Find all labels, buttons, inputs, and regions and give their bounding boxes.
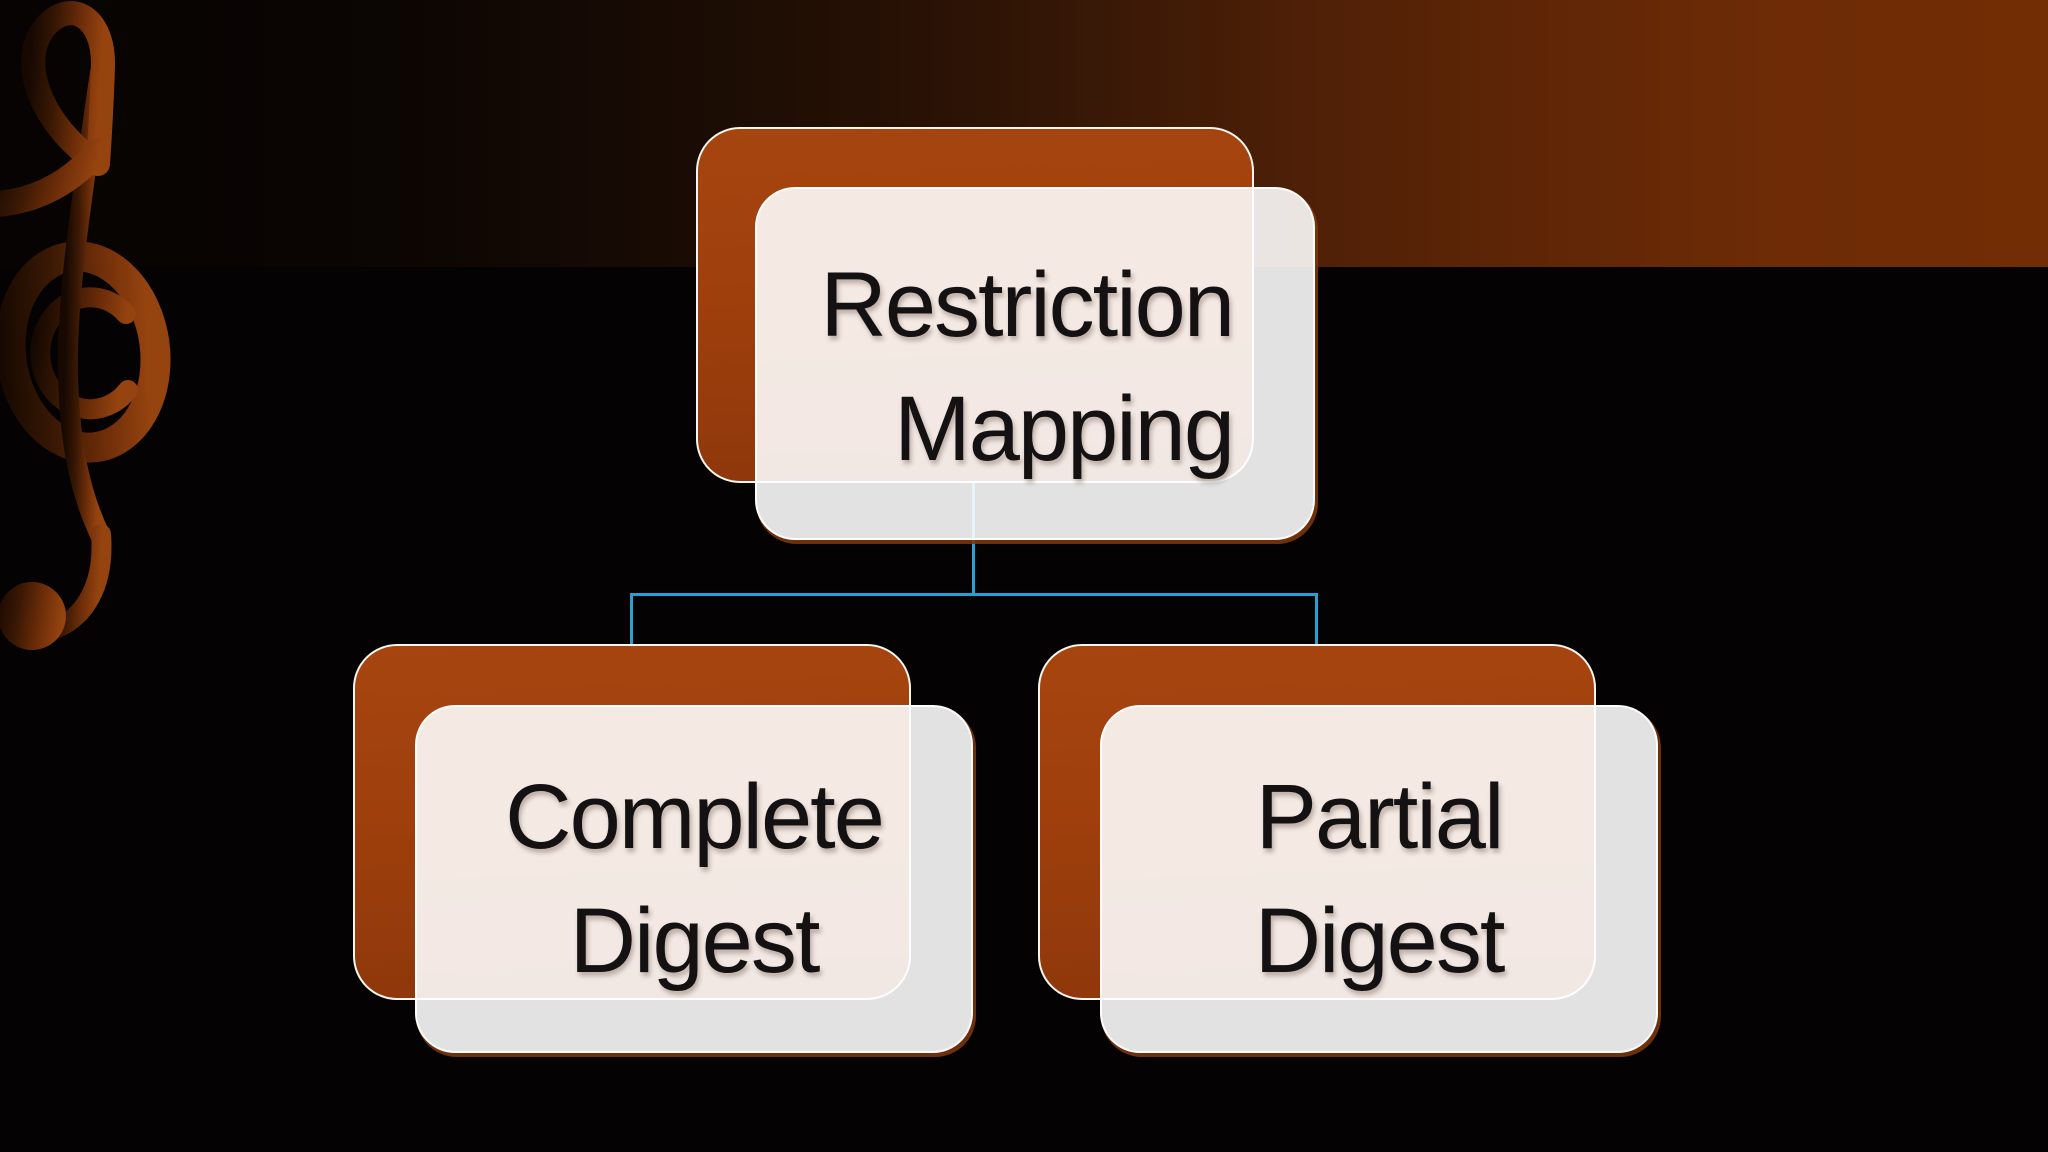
node-restriction-mapping-label: Restriction Mapping xyxy=(820,254,1235,480)
node-complete-digest[interactable]: Complete Digest xyxy=(415,705,973,1053)
connector-drop-right xyxy=(1315,593,1318,646)
connector-drop-left xyxy=(630,593,633,646)
node-restriction-mapping[interactable]: Restriction Mapping xyxy=(755,187,1315,540)
treble-clef-icon xyxy=(0,1,171,650)
node-complete-digest-label: Complete Digest xyxy=(505,766,885,992)
node-partial-digest-label: Partial Digest xyxy=(1254,766,1506,992)
node-partial-digest[interactable]: Partial Digest xyxy=(1100,705,1658,1053)
treble-clef-ball xyxy=(0,582,66,650)
connector-crossbar xyxy=(630,593,1318,596)
